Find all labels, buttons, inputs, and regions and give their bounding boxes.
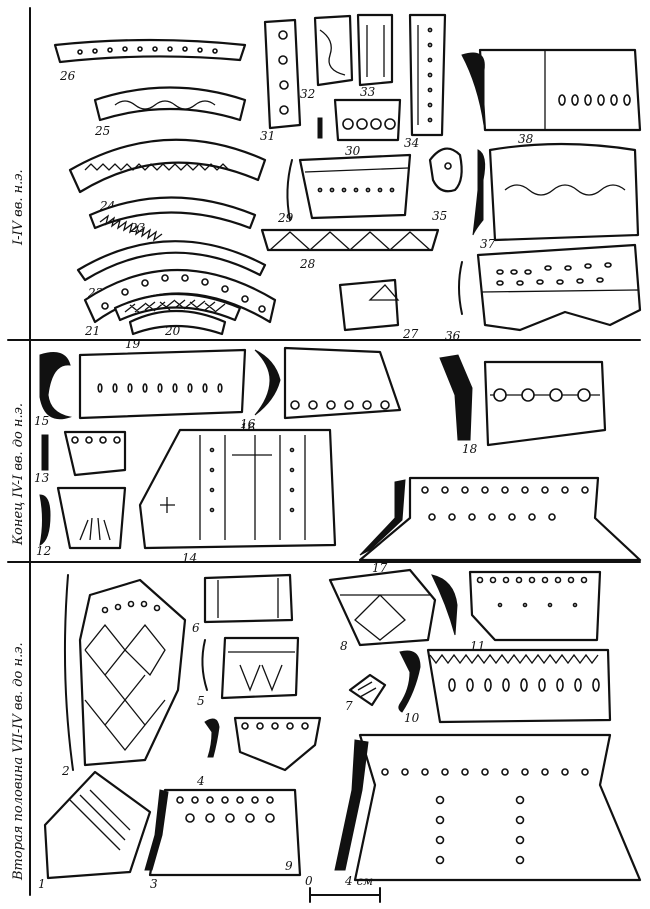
fragment-13: 13 xyxy=(34,430,127,485)
label-32: 32 xyxy=(300,87,315,101)
fragment-18: 18 xyxy=(439,354,607,456)
fragment-28: 28 xyxy=(260,228,440,271)
label-33: 33 xyxy=(360,85,376,99)
fragment-10: 10 xyxy=(398,648,612,725)
fragment-9: 3 9 xyxy=(144,788,302,891)
fragment-25: 25 xyxy=(93,86,247,138)
label-36: 36 xyxy=(445,329,461,343)
fragment-8: 8 xyxy=(328,568,437,653)
label-25: 25 xyxy=(94,124,110,138)
fragment-15: 15 xyxy=(34,348,247,428)
label-13: 13 xyxy=(34,471,50,485)
fragment-5: 5 xyxy=(197,636,300,708)
label-27: 27 xyxy=(402,327,419,341)
label-14: 14 xyxy=(182,551,197,565)
fragment-6: 6 xyxy=(192,573,294,635)
fragment-19: 19 xyxy=(125,309,227,351)
label-9: 9 xyxy=(285,859,293,873)
label-10: 10 xyxy=(404,711,420,725)
fragment-2: 2 xyxy=(61,574,187,778)
fragment-16a: 16 xyxy=(240,346,402,435)
fragment-large-vessel xyxy=(334,733,642,882)
fragment-37: 37 xyxy=(472,142,640,251)
label-17: 17 xyxy=(372,561,388,575)
fragment-36: 36 xyxy=(445,243,642,343)
label-8: 8 xyxy=(340,639,348,653)
label-16b: 16 xyxy=(240,417,256,431)
fragment-14: 16 14 xyxy=(138,417,337,565)
label-18: 18 xyxy=(462,442,478,456)
fragment-4: 4 xyxy=(196,716,322,788)
label-29: 29 xyxy=(277,211,294,225)
label-31: 31 xyxy=(260,129,275,143)
fragment-35: 35 xyxy=(428,147,463,223)
fragment-27: 27 xyxy=(338,278,419,341)
label-19: 19 xyxy=(125,337,141,351)
fragment-33: 33 xyxy=(356,13,394,99)
fragment-34: 34 xyxy=(404,13,447,150)
label-6: 6 xyxy=(192,621,200,635)
fragment-11: 11 xyxy=(431,570,602,653)
label-23: 23 xyxy=(129,221,146,235)
label-15: 15 xyxy=(34,414,49,428)
label-12: 12 xyxy=(36,544,51,558)
fragment-20: 20 xyxy=(113,292,242,338)
label-1: 1 xyxy=(38,877,46,891)
period-label-1: I-IV вв. н.э. xyxy=(11,169,26,246)
label-38: 38 xyxy=(518,132,534,146)
label-2: 2 xyxy=(61,764,70,778)
scale-length: 4 см xyxy=(344,874,373,888)
period-frame xyxy=(7,7,641,896)
label-5: 5 xyxy=(197,694,205,708)
scale-zero: 0 xyxy=(305,874,313,888)
fragment-1: 1 xyxy=(38,770,152,891)
fragment-26: 26 xyxy=(53,38,247,83)
label-20: 20 xyxy=(164,324,181,338)
label-21: 21 xyxy=(84,324,100,338)
label-4: 4 xyxy=(196,774,205,788)
fragment-17: 17 xyxy=(358,476,642,575)
label-34: 34 xyxy=(404,136,419,150)
label-26: 26 xyxy=(59,69,76,83)
fragment-31: 31 xyxy=(260,18,302,143)
fragment-30: 30 xyxy=(317,98,402,158)
fragment-7: 7 xyxy=(345,673,387,713)
fragment-32: 32 xyxy=(300,14,354,101)
label-35: 35 xyxy=(432,209,447,223)
period-label-2: Конец IV-I вв. до н.э. xyxy=(11,403,26,546)
scale-bar: 0 4 см xyxy=(305,874,381,903)
fragment-23: 23 xyxy=(88,196,257,242)
label-7: 7 xyxy=(345,699,353,713)
period-label-3: Вторая половина VII-IV вв. до н.э. xyxy=(11,642,26,881)
label-30: 30 xyxy=(345,144,361,158)
fragment-38: 38 xyxy=(461,48,642,146)
fragment-29: 29 xyxy=(277,153,412,225)
fragment-12: 12 xyxy=(36,486,127,558)
label-3: 3 xyxy=(150,877,158,891)
label-37: 37 xyxy=(480,237,496,251)
fragment-24: 24 xyxy=(68,138,267,213)
label-28: 28 xyxy=(299,257,316,271)
